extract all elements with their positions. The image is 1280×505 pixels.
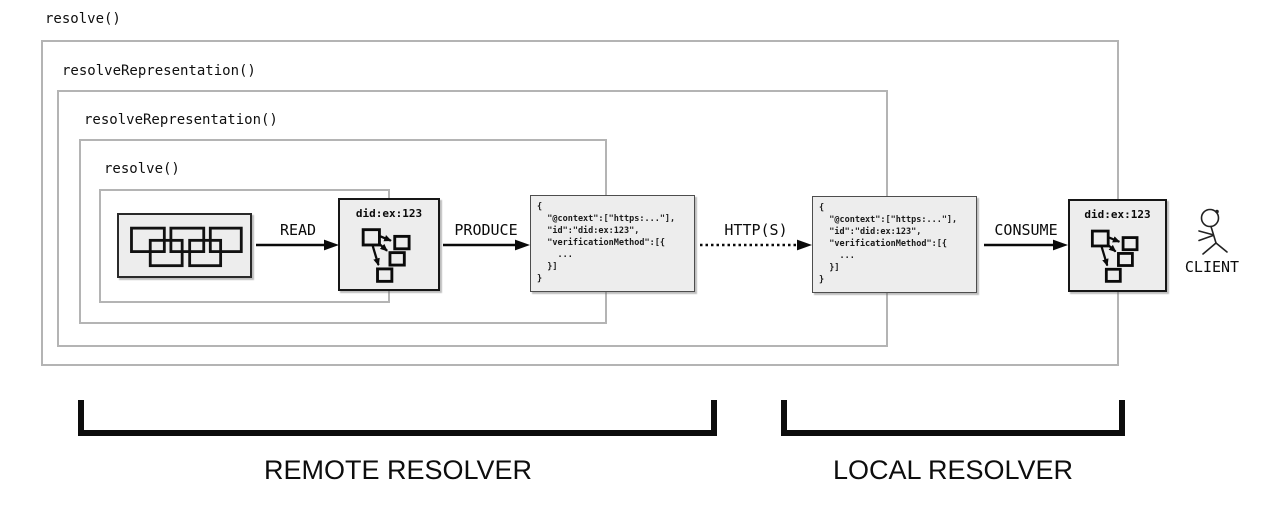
did-document-json: { "@context":["https:..."], "id":"did:ex… xyxy=(537,202,676,284)
did-graph-box-remote: did:ex:123 xyxy=(338,198,440,291)
did-graph-icon xyxy=(361,228,411,283)
remote-resolver-label: REMOTE RESOLVER xyxy=(263,455,533,485)
verifiable-data-registry-box xyxy=(117,213,252,278)
local-resolver-label: LOCAL RESOLVER xyxy=(832,455,1074,485)
did-document-box-remote: { "@context":["https:..."], "id":"did:ex… xyxy=(530,195,695,292)
did-label: did:ex:123 xyxy=(355,207,423,220)
client-figure-icon xyxy=(1198,208,1228,255)
consume-arrow-label: CONSUME xyxy=(994,221,1058,239)
chain-blocks-icon xyxy=(130,226,243,268)
remote-resolver-bracket xyxy=(78,400,717,436)
http-arrow-label: HTTP(S) xyxy=(724,221,788,239)
client-label: CLIENT xyxy=(1184,258,1240,276)
produce-arrow-label: PRODUCE xyxy=(454,221,518,239)
label-outer-resolve: resolve() xyxy=(45,11,121,27)
did-document-box-local: { "@context":["https:..."], "id":"did:ex… xyxy=(812,196,977,293)
label-inner-resolve: resolve() xyxy=(104,161,180,177)
label-resolve-representation-1: resolveRepresentation() xyxy=(62,63,256,79)
label-resolve-representation-2: resolveRepresentation() xyxy=(84,112,278,128)
did-document-json: { "@context":["https:..."], "id":"did:ex… xyxy=(819,203,958,285)
did-graph-box-local: did:ex:123 xyxy=(1068,199,1167,292)
local-resolver-bracket xyxy=(781,400,1125,436)
did-graph-icon xyxy=(1090,229,1139,283)
did-label: did:ex:123 xyxy=(1084,208,1151,221)
read-arrow-label: READ xyxy=(279,221,317,239)
